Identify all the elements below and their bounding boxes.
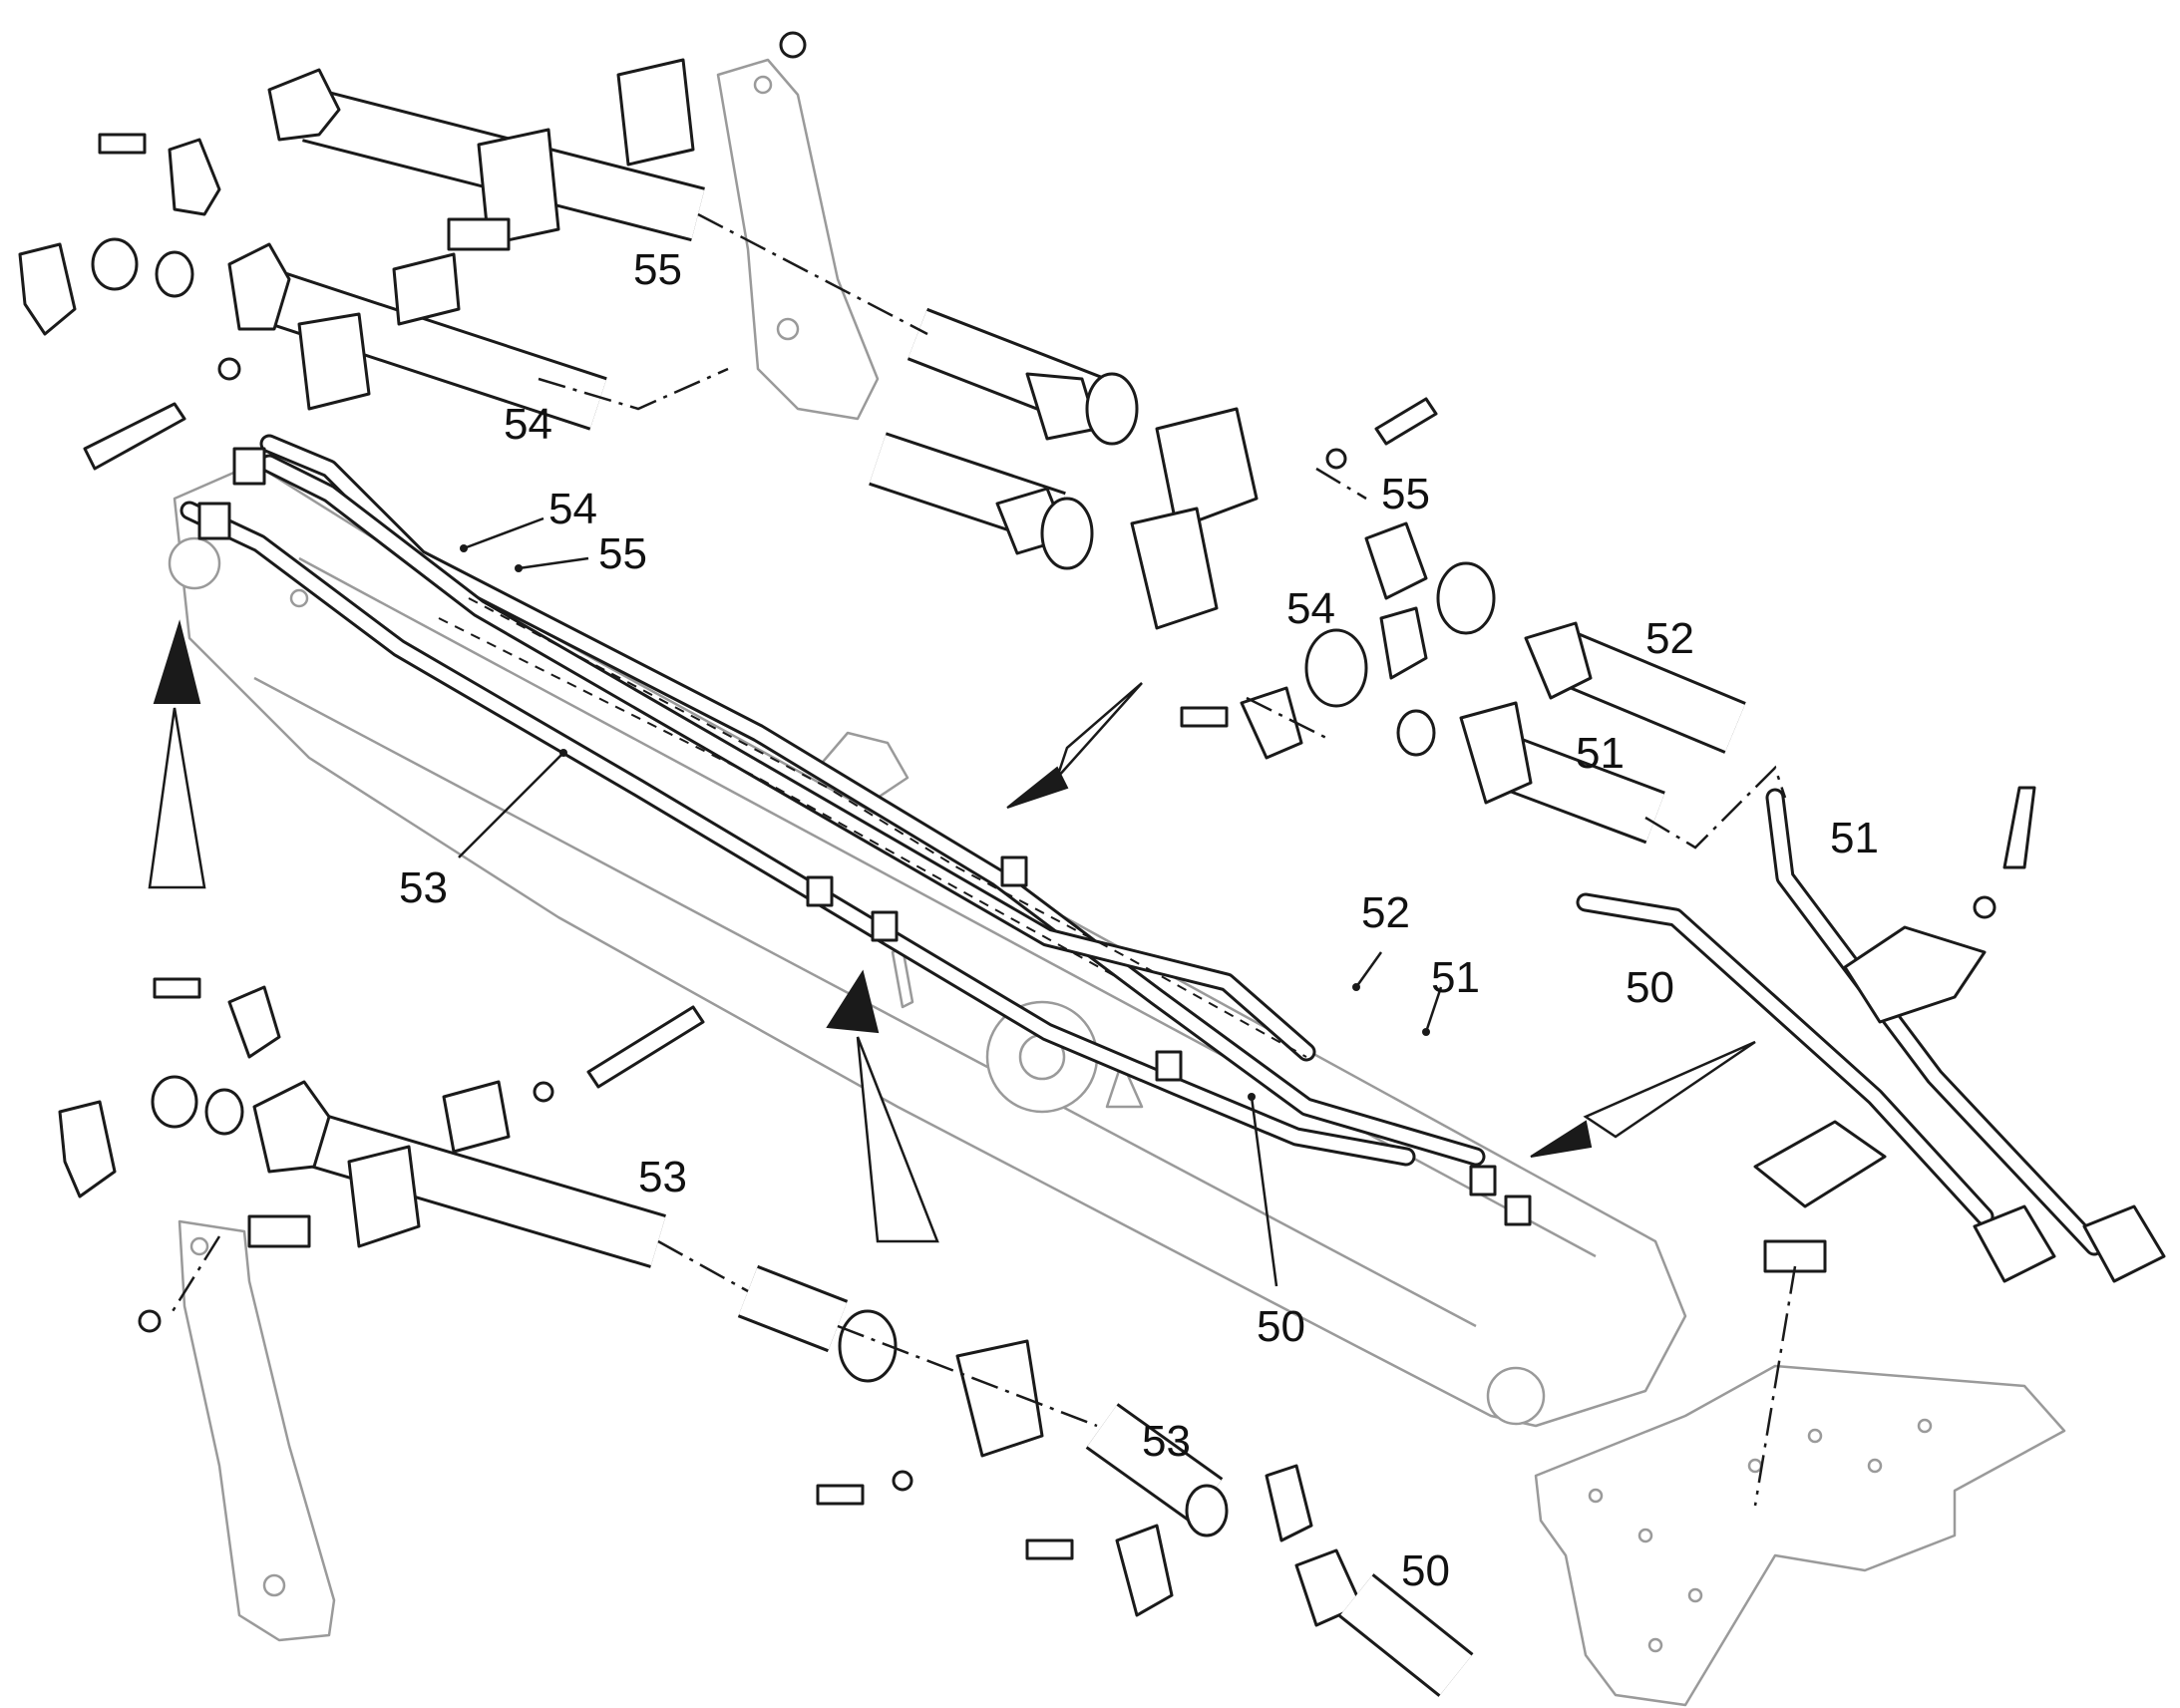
callout-55-mid: 55 [598, 529, 647, 578]
right-hose-group [869, 307, 1746, 845]
view-arrow-bottom-head [826, 969, 880, 1034]
view-arrow-top-head [1006, 766, 1069, 809]
assembly-centerlines [168, 212, 1797, 1507]
view-arrow-right-head [1530, 1120, 1593, 1158]
base-plate [1534, 1364, 2066, 1707]
upper-mount-bracket [716, 58, 880, 421]
view-arrows [148, 619, 1756, 1243]
view-arrow-left-head [153, 619, 201, 704]
callout-50-far: 50 [1626, 963, 1674, 1012]
lower-center-hose-group [737, 1264, 1474, 1697]
boom-hose-runs [180, 434, 1532, 1226]
callout-52-right: 52 [1645, 614, 1694, 663]
view-arrow-left-tail [148, 707, 206, 889]
callout-54-right: 54 [1286, 584, 1335, 633]
callout-53-bottom: 53 [638, 1153, 687, 1201]
upper-left-hose-group [18, 31, 807, 471]
callout-leaders [458, 516, 1443, 1287]
callout-52-mid: 52 [1361, 888, 1410, 937]
callout-51-right: 51 [1576, 729, 1625, 778]
callout-54-mid: 54 [548, 485, 597, 533]
callout-55-top: 55 [633, 245, 682, 294]
view-arrow-bottom-tail [856, 1036, 939, 1243]
callout-labels: 55 54 54 55 55 54 52 51 51 50 53 52 51 5… [399, 245, 1879, 1595]
callout-53-left: 53 [399, 863, 448, 912]
callout-50-bottom: 50 [1401, 1546, 1450, 1595]
callout-54-top: 54 [504, 400, 552, 449]
view-arrow-top-tail [1055, 682, 1143, 779]
view-arrow-right-tail [1583, 1040, 1756, 1139]
lower-mount-bracket [178, 1219, 336, 1642]
callout-51-mid: 51 [1431, 953, 1480, 1002]
callout-53-low: 53 [1142, 1417, 1191, 1466]
callout-55-right: 55 [1381, 470, 1430, 518]
lower-left-hose-group [58, 977, 705, 1333]
callout-50-mid: 50 [1257, 1302, 1305, 1351]
callout-51-far: 51 [1830, 814, 1879, 862]
far-right-hose-group [1576, 786, 2166, 1283]
boom-arm [168, 462, 1687, 1428]
